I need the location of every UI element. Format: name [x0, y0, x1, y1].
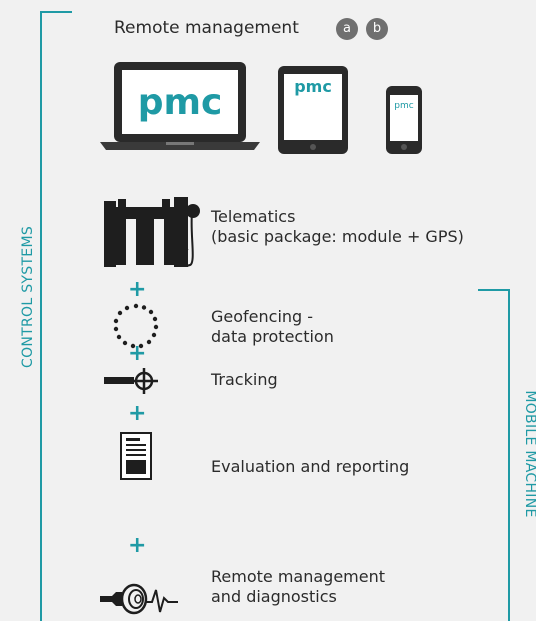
- remote-management-line-2: and diagnostics: [211, 587, 337, 606]
- telematics-module-icon: [104, 197, 200, 267]
- telematics-label: Telematics (basic package: module + GPS): [211, 207, 464, 247]
- tablet-brand: pmc: [294, 77, 332, 96]
- plus-connector: +: [128, 277, 147, 302]
- plus-connector: +: [128, 341, 147, 366]
- mobile-machine-label: MOBILE MACHINE: [522, 390, 536, 518]
- report-document-icon: [120, 432, 152, 480]
- telematics-line-2: (basic package: module + GPS): [211, 227, 464, 246]
- evaluation-line-1: Evaluation and reporting: [211, 457, 410, 476]
- tracking-crosshair-icon: [104, 368, 158, 394]
- mobile-machine-bracket-top: [478, 289, 510, 291]
- phone-brand: pmc: [394, 101, 413, 111]
- remote-management-line-1: Remote management: [211, 567, 385, 586]
- tracking-label: Tracking: [211, 370, 278, 390]
- phone-icon: pmc: [386, 86, 422, 154]
- diagnostics-wrench-icon: [100, 583, 178, 615]
- badge-b: b: [366, 18, 388, 40]
- control-systems-bracket-top: [40, 11, 72, 13]
- control-systems-label: CONTROL SYSTEMS: [20, 225, 36, 368]
- mobile-machine-bracket-line: [508, 289, 510, 621]
- plus-connector: +: [128, 401, 147, 426]
- geofencing-line-2: data protection: [211, 327, 334, 346]
- tablet-icon: pmc: [278, 66, 348, 154]
- plus-connector: +: [128, 533, 147, 558]
- control-systems-bracket-line: [40, 11, 42, 621]
- geofence-circle-icon: [113, 303, 159, 349]
- remote-management-title: Remote management: [114, 18, 299, 38]
- remote-management-label: Remote management and diagnostics: [211, 567, 385, 607]
- evaluation-label: Evaluation and reporting: [211, 457, 409, 477]
- laptop-brand: pmc: [138, 82, 223, 123]
- laptop-icon: pmc: [100, 62, 260, 150]
- geofencing-label: Geofencing - data protection: [211, 307, 334, 347]
- geofencing-line-1: Geofencing -: [211, 307, 314, 326]
- tracking-line-1: Tracking: [211, 370, 278, 389]
- badge-a: a: [336, 18, 358, 40]
- telematics-line-1: Telematics: [211, 207, 296, 226]
